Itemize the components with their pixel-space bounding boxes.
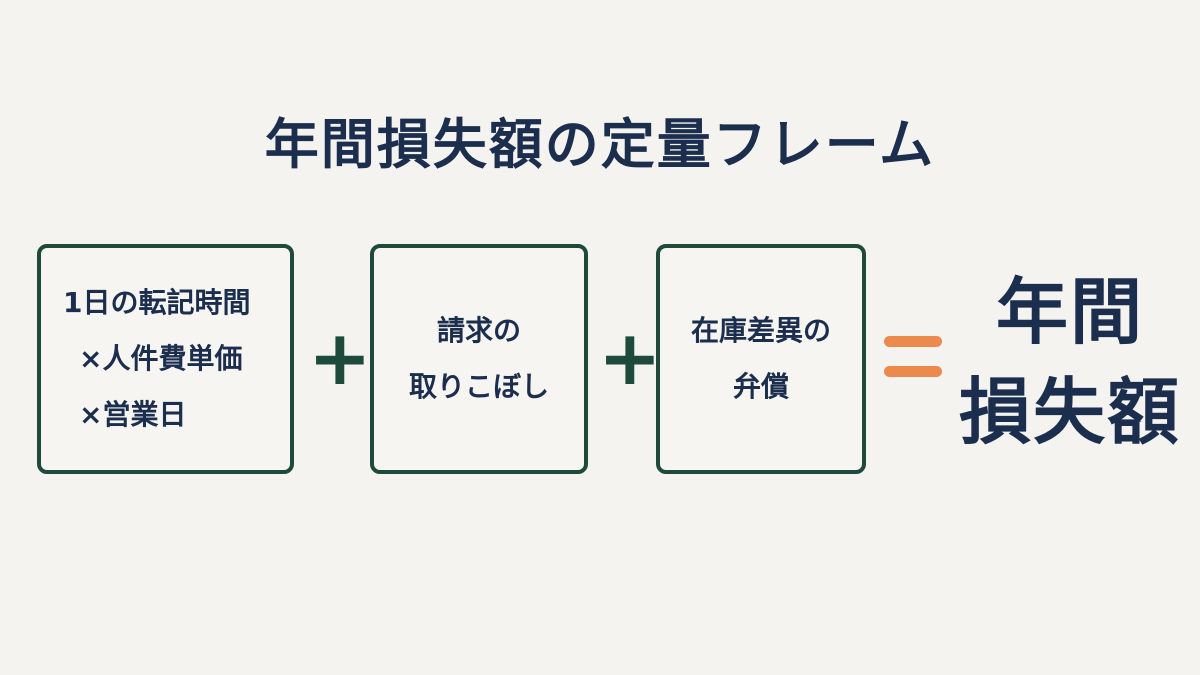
equals-operator xyxy=(884,336,942,380)
result-line: 年間 xyxy=(995,270,1144,354)
term-line: ×営業日 xyxy=(79,398,187,431)
equals-bar-top xyxy=(884,336,942,347)
term-box-inventory-compensation: 在庫差異の 弁償 xyxy=(656,244,866,474)
equals-bar-bottom xyxy=(884,366,942,377)
term-line: 請求の xyxy=(436,314,521,347)
term-line: 在庫差異の xyxy=(690,314,831,347)
term-line: 1日の転記時間 xyxy=(63,286,251,319)
term-line: 弁償 xyxy=(732,370,789,403)
result-line: 損失額 xyxy=(958,370,1181,454)
plus-operator: + xyxy=(308,313,372,402)
term-line: ×人件費単価 xyxy=(79,342,243,375)
result-annual-loss: 年間 損失額 xyxy=(950,262,1190,462)
diagram-title: 年間損失額の定量フレーム xyxy=(264,113,936,176)
plus-operator: + xyxy=(598,313,662,402)
term-line: 取りこぼし xyxy=(408,370,549,403)
term-box-transcription-cost: 1日の転記時間 ×人件費単価 ×営業日 xyxy=(37,244,294,474)
term-box-missed-billing: 請求の 取りこぼし xyxy=(370,244,588,474)
